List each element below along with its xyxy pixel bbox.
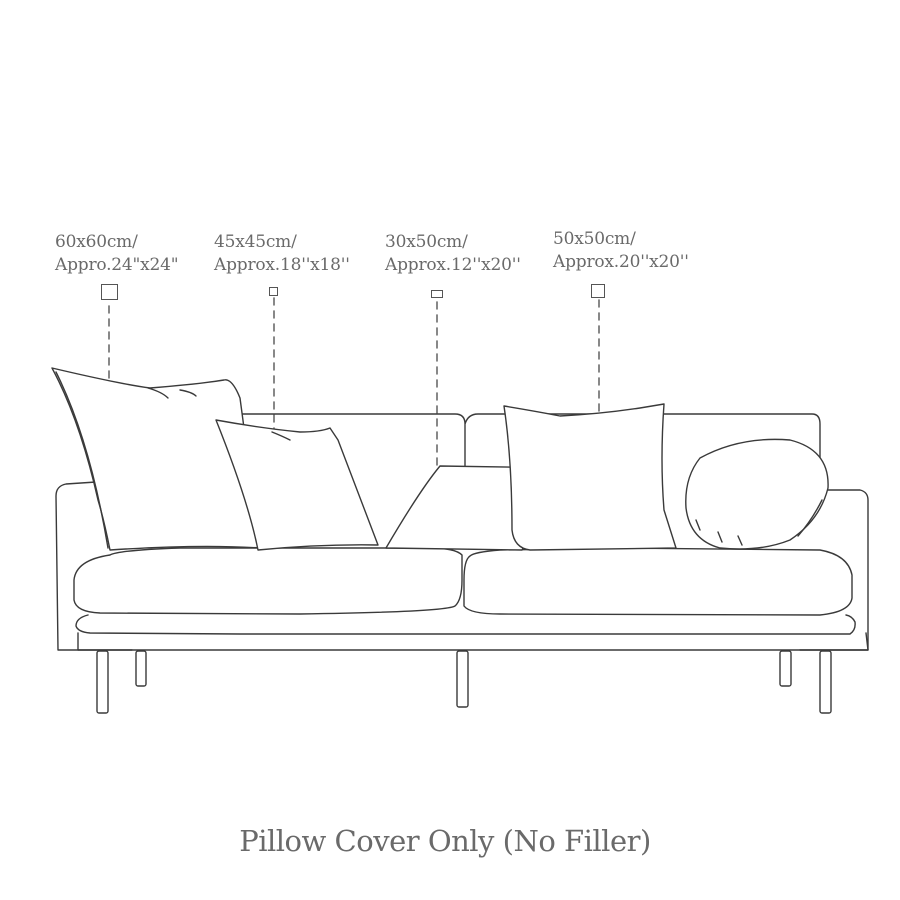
- pillow-round: [685, 438, 829, 550]
- pillow-50x50: [503, 403, 677, 551]
- size-label-30x50: 30x50cm/ Approx.12''x20'': [385, 231, 521, 277]
- sofa-legs: [96, 650, 832, 714]
- sofa-left-arm: [55, 481, 133, 651]
- rectangle-size-icon: [431, 290, 443, 298]
- sofa-backrest: [239, 413, 821, 549]
- size-label-imperial: Approx.18''x18'': [214, 255, 350, 275]
- square-size-icon-medium: [591, 284, 605, 298]
- size-label-metric: 30x50cm/: [385, 232, 468, 252]
- size-label-50x50: 50x50cm/ Approx.20''x20'': [553, 228, 689, 274]
- sofa-right-arm: [799, 489, 869, 651]
- size-label-45x45: 45x45cm/ Approx.18''x18'': [214, 231, 350, 277]
- size-label-imperial: Approx.12''x20'': [385, 255, 521, 275]
- size-label-metric: 60x60cm/: [55, 232, 138, 252]
- seat-cushion-left: [73, 547, 463, 615]
- size-label-metric: 45x45cm/: [214, 232, 297, 252]
- size-label-metric: 50x50cm/: [553, 229, 636, 249]
- square-size-icon-large: [101, 284, 118, 300]
- pillow-45x45: [215, 419, 379, 551]
- size-label-imperial: Appro.24"x24": [55, 255, 179, 275]
- sofa-base: [77, 632, 869, 651]
- size-label-60x60: 60x60cm/ Appro.24"x24": [55, 231, 179, 277]
- square-size-icon-small: [269, 287, 278, 296]
- sofa-base-cushion: [75, 614, 856, 635]
- pillow-60x60: [51, 367, 261, 551]
- caption-text: Pillow Cover Only (No Filler): [239, 824, 651, 858]
- seat-cushion-right: [463, 547, 853, 616]
- size-label-imperial: Approx.20''x20'': [553, 252, 689, 272]
